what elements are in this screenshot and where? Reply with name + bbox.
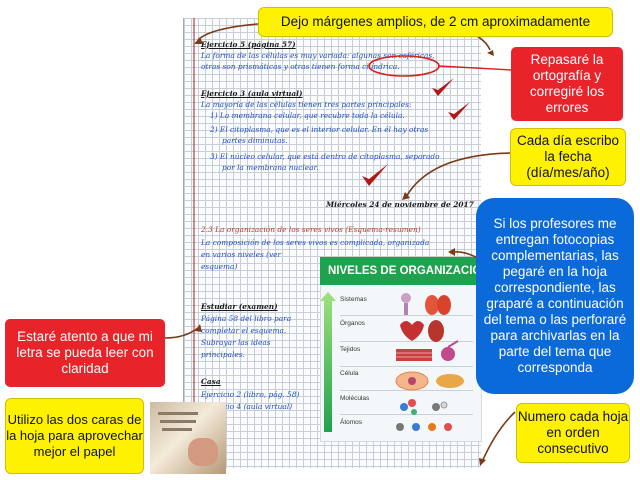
exercise5-line1: La forma de las células es muy variada: … bbox=[201, 51, 435, 60]
numbering-callout: Numero cada hoja en orden consecutivo bbox=[516, 403, 630, 463]
niveles-arrow-icon bbox=[324, 296, 332, 432]
bacteria-icon bbox=[436, 374, 464, 388]
arrowhead-icon bbox=[479, 458, 486, 466]
niveles-header bbox=[320, 257, 480, 285]
tissue-icon bbox=[396, 349, 432, 361]
arrowhead-icon bbox=[448, 248, 455, 256]
notebook-page bbox=[183, 18, 481, 468]
cell-icon bbox=[395, 371, 429, 391]
home-line2: Ejercicio 4 (aula virtual) bbox=[201, 402, 293, 411]
exercise3-item2a: 2) El citoplasma, que es el interior cel… bbox=[210, 125, 429, 134]
arrowhead-icon bbox=[487, 50, 494, 56]
arrowhead-icon bbox=[402, 192, 410, 200]
line-icon bbox=[437, 65, 513, 71]
highlight-ellipse-icon bbox=[368, 55, 440, 77]
handwriting-callout: Estaré atento a que mi letra se pueda le… bbox=[5, 319, 165, 387]
both-sides-callout: Utilizo las dos caras de la hoja para ap… bbox=[5, 398, 144, 474]
exercise3-item1: 1) La membrana celular, que recubre toda… bbox=[210, 111, 405, 120]
study-line1: Página 58 del libro para bbox=[201, 314, 292, 323]
study-line2: completar el esquema. bbox=[201, 326, 287, 335]
hand-photo bbox=[150, 402, 226, 474]
exercise3-item3b: por la membrana nuclear. bbox=[222, 163, 319, 172]
home-title: Casa bbox=[201, 377, 221, 386]
section-line3: esquema) bbox=[201, 262, 238, 271]
skeleton-icon bbox=[401, 293, 411, 315]
kidney-icon bbox=[428, 320, 444, 342]
niveles-separator bbox=[340, 341, 473, 342]
niveles-separator bbox=[340, 366, 473, 367]
margins-callout: Dejo márgenes amplios, de 2 cm aproximad… bbox=[258, 7, 613, 37]
niveles-row-atomos: Átomos bbox=[340, 419, 363, 426]
checkmark-icon bbox=[362, 164, 388, 186]
niveles-separator bbox=[340, 390, 473, 391]
section-title: 2.3 La organización de los seres vivos (… bbox=[201, 225, 421, 234]
study-line3: Subrayar las ideas bbox=[201, 338, 271, 347]
niveles-row-celula: Célula bbox=[340, 370, 359, 377]
niveles-separator bbox=[340, 315, 473, 316]
arrowhead-icon bbox=[195, 324, 202, 332]
exercise3-item3a: 3) El núcleo celular, que está dentro de… bbox=[210, 152, 440, 161]
study-title: Estudiar (examen) bbox=[201, 302, 278, 311]
exercise5-title: Ejercicio 5 (página 57) bbox=[201, 40, 296, 49]
section-line2: en varios niveles (ver bbox=[201, 250, 282, 259]
lungs-icon bbox=[425, 295, 451, 315]
niveles-separator bbox=[340, 414, 473, 415]
molecule-icon bbox=[432, 401, 448, 411]
notebook-date: Miércoles 24 de noviembre de 2017 bbox=[326, 200, 474, 209]
date-callout: Cada día escribo la fecha (día/mes/año) bbox=[510, 128, 626, 186]
molecule-icon bbox=[400, 399, 417, 415]
niveles-title: NIVELES DE ORGANIZACIÓN bbox=[328, 265, 490, 277]
checkmark-icon bbox=[432, 78, 454, 96]
exercise3-line1: La mayoría de las células tienen tres pa… bbox=[201, 100, 412, 109]
arrow-icon bbox=[405, 152, 511, 198]
home-line1: Ejercicio 2 (libro, pág. 58) bbox=[201, 390, 300, 399]
arrowhead-icon bbox=[194, 37, 203, 44]
arrow-icon bbox=[164, 327, 199, 339]
arrow-icon bbox=[197, 23, 259, 41]
margin-line bbox=[193, 18, 195, 468]
niveles-illustrations bbox=[395, 293, 464, 431]
spelling-callout: Repasaré la ortografía y corregiré los e… bbox=[511, 47, 623, 121]
photocopies-callout: Si los profesores me entregan fotocopias… bbox=[476, 198, 634, 394]
heart-icon bbox=[400, 321, 424, 341]
section-line1: La composición de los seres vivos es com… bbox=[201, 238, 430, 247]
exercise3-item2b: partes diminutas. bbox=[222, 136, 288, 145]
atom-icon bbox=[396, 423, 452, 431]
niveles-row-sistemas: Sistemas bbox=[340, 296, 367, 303]
checkmark-icon bbox=[448, 102, 470, 120]
study-line4: principales. bbox=[201, 350, 245, 359]
arrow-icon bbox=[481, 411, 516, 463]
niveles-row-moleculas: Moléculas bbox=[340, 395, 370, 402]
niveles-row-tejidos: Tejidos bbox=[340, 346, 361, 353]
exercise3-title: Ejercicio 3 (aula virtual) bbox=[201, 89, 303, 98]
exercise5-line2: otras son prismáticas y otras tienen for… bbox=[201, 62, 400, 71]
niveles-row-organos: Órganos bbox=[340, 320, 365, 327]
neuron-icon bbox=[441, 340, 459, 361]
